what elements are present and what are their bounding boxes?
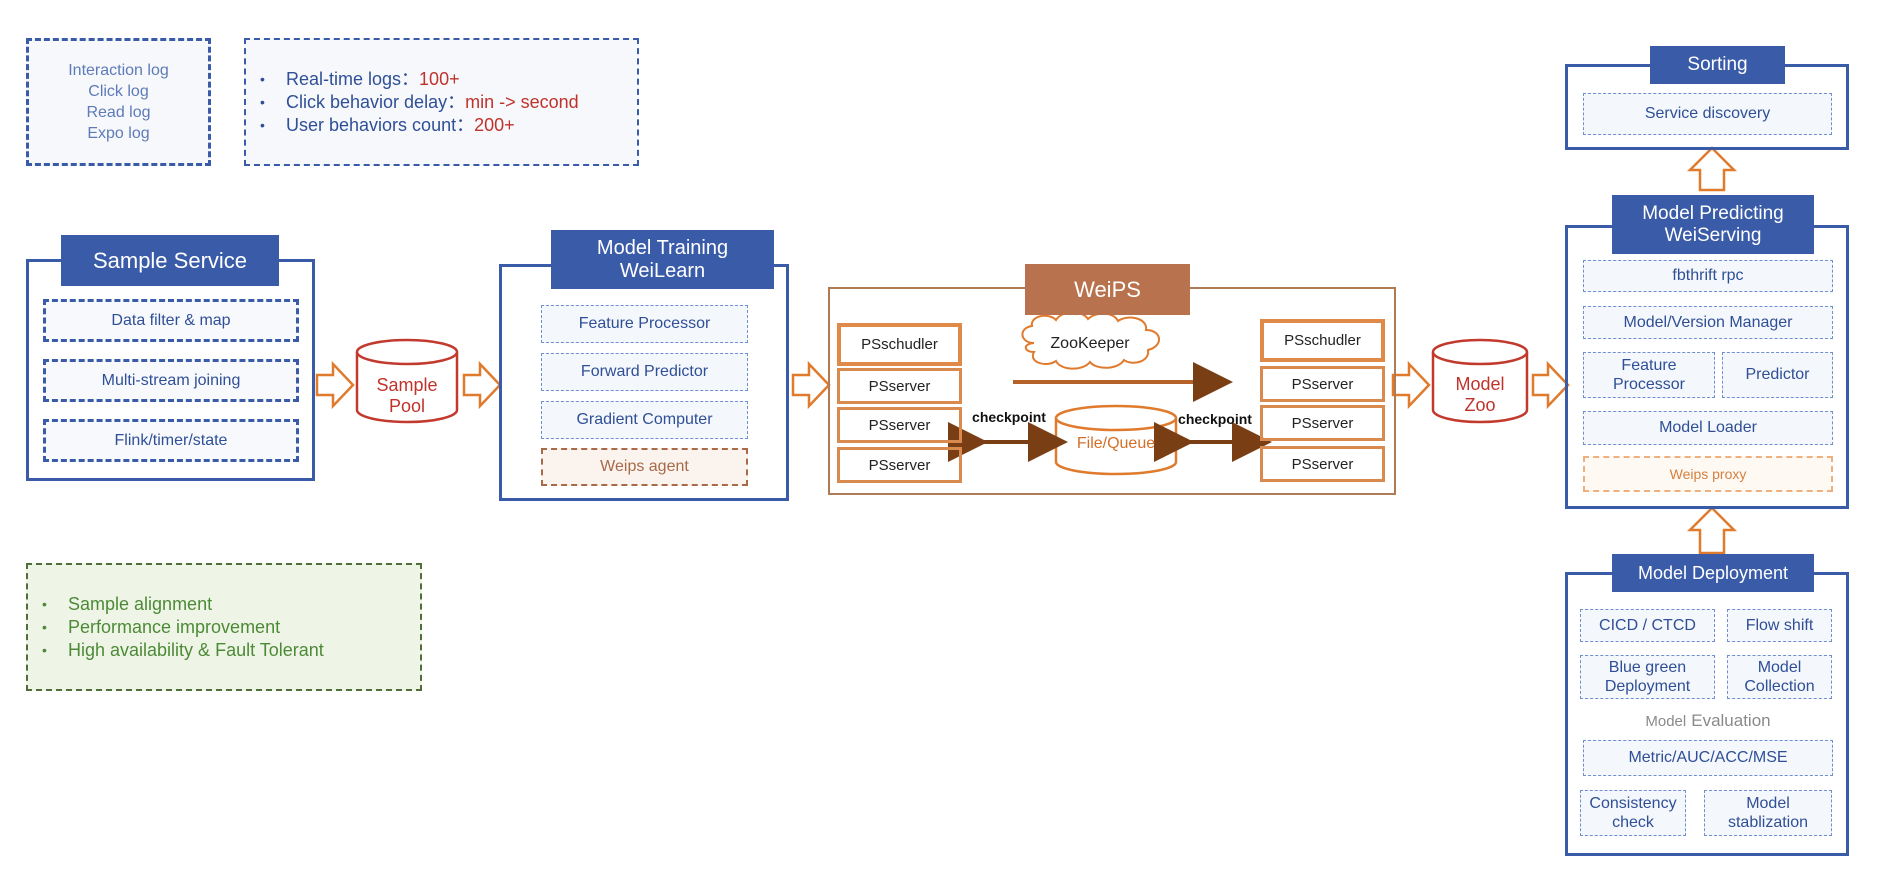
training-item: Feature Processor — [541, 305, 748, 343]
logs-box: Interaction log Click log Read log Expo … — [26, 38, 211, 166]
version-manager: Model/Version Manager — [1583, 306, 1833, 339]
up-arrow-deployment — [1686, 506, 1738, 555]
consistency-check: Consistency check — [1580, 790, 1686, 836]
sample-service-item: Data filter & map — [43, 299, 299, 342]
predictor: Predictor — [1722, 352, 1833, 398]
sorting-title: Sorting — [1650, 46, 1785, 84]
training-item: Gradient Computer — [541, 401, 748, 439]
ps-server-left: PSserver — [837, 447, 962, 483]
flow-arrow-4 — [1391, 360, 1431, 410]
zookeeper-label: ZooKeeper — [1050, 335, 1130, 352]
model-loader: Model Loader — [1583, 411, 1833, 445]
ps-scheduler-left: PSschudler — [837, 323, 962, 366]
model-stablization: Model stablization — [1704, 790, 1832, 836]
checkpoint-label-right: checkpoint — [1178, 411, 1252, 427]
weips-title: WeiPS — [1025, 264, 1190, 315]
sample-service-item: Flink/timer/state — [43, 419, 299, 462]
goal-item: High availability & Fault Tolerant — [42, 639, 420, 662]
training-item: Forward Predictor — [541, 353, 748, 391]
file-queue-label: File/Queue — [1076, 435, 1156, 452]
log-line: Interaction log — [68, 62, 169, 79]
ps-scheduler-right: PSschudler — [1260, 319, 1385, 362]
stat-item: Real-time logs：100+ — [260, 68, 637, 91]
sample-service-item: Multi-stream joining — [43, 359, 299, 402]
model-collection: Model Collection — [1727, 655, 1832, 699]
weips-agent: Weips agent — [541, 448, 748, 486]
log-line: Expo log — [87, 125, 150, 142]
up-arrow-sorting — [1686, 146, 1738, 192]
metrics: Metric/AUC/ACC/MSE — [1583, 740, 1833, 776]
fbthrift-rpc: fbthrift rpc — [1583, 260, 1833, 292]
model-zoo-label: Model Zoo — [1455, 374, 1505, 415]
service-discovery: Service discovery — [1583, 93, 1832, 135]
weips-proxy: Weips proxy — [1583, 456, 1833, 492]
model-deployment-title: Model Deployment — [1612, 554, 1814, 592]
stats-box: Real-time logs：100+ Click behavior delay… — [244, 38, 639, 166]
flow-arrow-2 — [462, 360, 502, 410]
log-line: Click log — [88, 83, 149, 100]
checkpoint-label-left: checkpoint — [972, 409, 1046, 425]
flow-arrow-5 — [1531, 360, 1570, 410]
sample-service-title: Sample Service — [61, 235, 279, 286]
sample-pool-label: Sample Pool — [376, 375, 438, 416]
log-line: Read log — [86, 104, 151, 121]
ps-server-right: PSserver — [1260, 366, 1385, 402]
flow-shift: Flow shift — [1727, 609, 1832, 642]
feature-processor: Feature Processor — [1583, 352, 1715, 398]
model-training-title: Model Training WeiLearn — [551, 230, 774, 289]
stat-item: Click behavior delay：min -> second — [260, 91, 637, 114]
cicd-ctcd: CICD / CTCD — [1580, 609, 1715, 642]
goals-box: Sample alignment Performance improvement… — [26, 563, 422, 691]
goal-item: Performance improvement — [42, 616, 420, 639]
stat-item: User behaviors count：200+ — [260, 114, 637, 137]
model-predicting-title: Model Predicting WeiServing — [1612, 195, 1814, 254]
flow-arrow-3 — [791, 360, 831, 410]
blue-green-deployment: Blue green Deployment — [1580, 655, 1715, 699]
ps-server-left: PSserver — [837, 368, 962, 404]
ps-server-left: PSserver — [837, 407, 962, 443]
goal-item: Sample alignment — [42, 593, 420, 616]
ps-server-right: PSserver — [1260, 446, 1385, 482]
ps-server-right: PSserver — [1260, 405, 1385, 441]
flow-arrow-1 — [315, 360, 355, 410]
model-evaluation-heading: Model Evaluation — [1645, 711, 1771, 730]
